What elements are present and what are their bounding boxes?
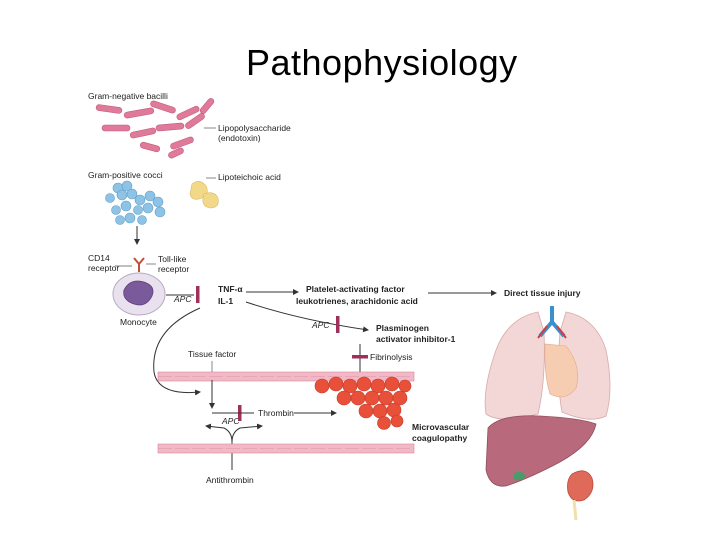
apc-label-pai: APC <box>311 320 330 330</box>
tlr-label-1: Toll-like <box>158 254 187 264</box>
lps-label-2: (endotoxin) <box>218 133 261 143</box>
apc-inhibitor-bar <box>196 286 200 303</box>
gram-negative-label: Gram-negative bacilli <box>88 91 168 101</box>
upper-vessel-wall <box>157 371 415 382</box>
direct-tissue-injury-label: Direct tissue injury <box>504 288 581 298</box>
kidney-icon <box>567 470 594 521</box>
microvascular-label-2: coagulopathy <box>412 433 468 443</box>
il1-label: IL-1 <box>218 296 233 306</box>
pai-label-1: Plasminogen <box>376 323 429 333</box>
microvascular-clot-icon <box>314 376 412 430</box>
apc-inhibitor-bar-pai <box>336 316 340 333</box>
cd14-label-2: receptor <box>88 263 119 273</box>
thrombin-label: Thrombin <box>258 408 294 418</box>
tissue-factor-label: Tissue factor <box>188 349 237 359</box>
gram-positive-label: Gram-positive cocci <box>88 170 163 180</box>
antithrombin-label: Antithrombin <box>206 475 254 485</box>
lipoteichoic-acid-icon <box>189 181 219 209</box>
apc-label-monocyte: APC <box>173 294 192 304</box>
microvascular-label-1: Microvascular <box>412 422 470 432</box>
lower-vessel-wall <box>157 443 415 454</box>
liver-icon <box>485 415 597 487</box>
monocyte-label: Monocyte <box>120 317 157 327</box>
apc-label-thrombin: APC <box>221 416 240 426</box>
fibrinolysis-label: Fibrinolysis <box>370 352 413 362</box>
toll-like-receptor-icon <box>133 257 145 272</box>
gram-positive-cocci-icon <box>105 180 166 225</box>
gram-negative-bacilli-icon <box>95 98 215 159</box>
cd14-label-1: CD14 <box>88 253 110 263</box>
lps-label-1: Lipopolysaccharide <box>218 123 291 133</box>
paf-label-1: Platelet-activating factor <box>306 284 405 294</box>
monocyte-icon <box>112 272 166 316</box>
slide-title: Pathophysiology <box>246 42 518 83</box>
fibrinolysis-inhibitor-bar <box>352 355 368 359</box>
lipoteichoic-label: Lipoteichoic acid <box>218 172 281 182</box>
lungs-icon <box>484 306 611 420</box>
pai-label-2: activator inhibitor-1 <box>376 334 456 344</box>
tlr-label-2: receptor <box>158 264 189 274</box>
tnf-label: TNF-α <box>218 284 243 294</box>
paf-label-2: leukotrienes, arachidonic acid <box>296 296 418 306</box>
